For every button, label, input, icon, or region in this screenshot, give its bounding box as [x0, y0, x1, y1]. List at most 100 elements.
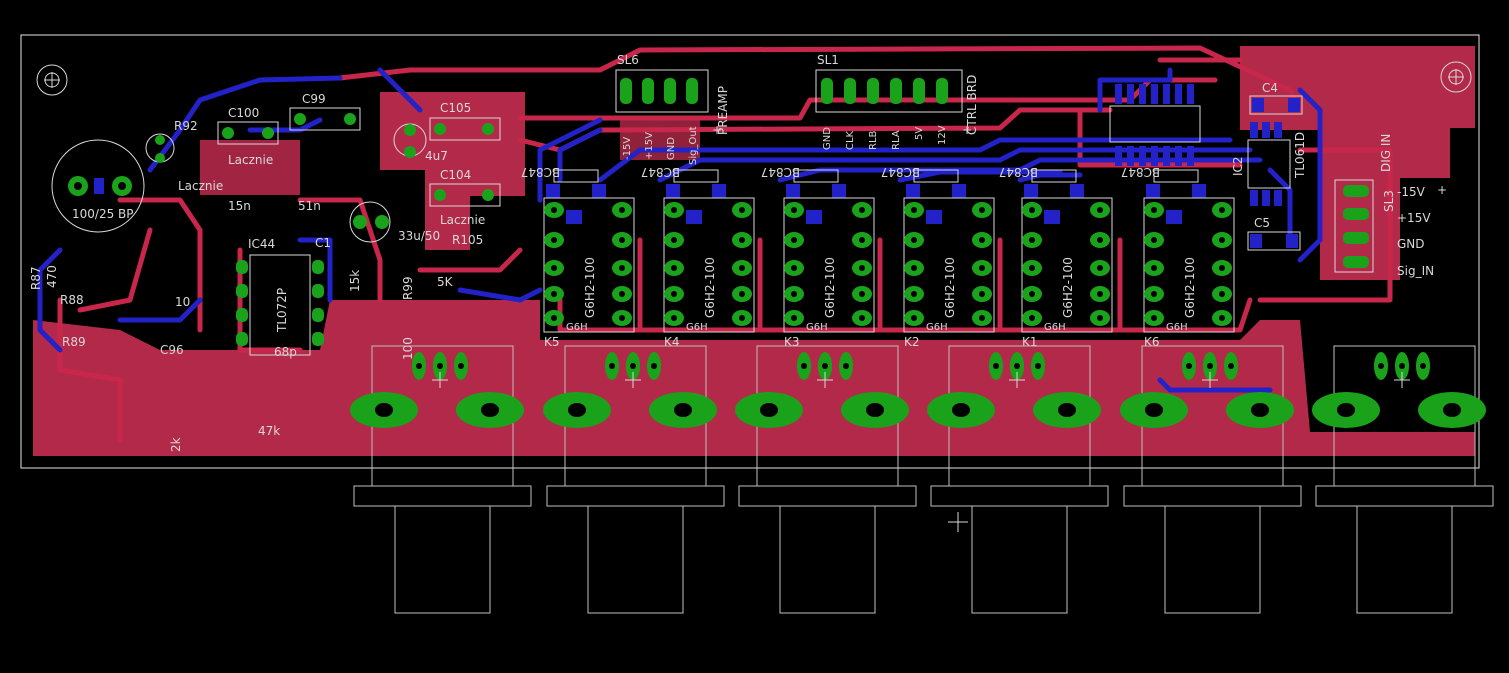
relay-part: G6H2-100: [703, 257, 717, 318]
transistor-outline: [1153, 169, 1199, 183]
jack-3[interactable]: [735, 345, 917, 614]
jack-pin-drill: [822, 363, 828, 369]
transistor-label: BC847: [1121, 165, 1160, 179]
opamp-tl061[interactable]: TL061D IC2: [1231, 122, 1307, 206]
relay-pad-drill: [1029, 291, 1035, 297]
relay-pad-drill: [671, 291, 677, 297]
relay-pad-drill: [979, 237, 985, 243]
jack-2[interactable]: [543, 345, 725, 614]
r47k-label: 47k: [258, 424, 280, 438]
jack-pin-drill: [993, 363, 999, 369]
relay-pad-drill: [671, 237, 677, 243]
relay-pad-drill: [1151, 291, 1157, 297]
opamp-tl072[interactable]: TL072P: [236, 254, 324, 356]
sl1-pin-6: 12V: [937, 125, 948, 145]
relay-pad-drill: [1219, 291, 1225, 297]
relay-pad-drill: [739, 237, 745, 243]
connector-sl6[interactable]: SL6 PREAMP -15V +15V GND Sig_Out +: [615, 53, 730, 165]
jack-pin-drill: [437, 363, 443, 369]
transistor-outline: [1031, 169, 1077, 183]
jack-pin-drill: [609, 363, 615, 369]
sl1-pin-2: CLK: [845, 130, 856, 150]
relay-pad-drill: [551, 265, 557, 271]
jack-pin-drill: [1014, 363, 1020, 369]
relay-pad-drill: [671, 265, 677, 271]
transistor-outline: [553, 169, 599, 183]
r470-label: 470: [45, 265, 59, 288]
ic2-label: IC2: [1231, 156, 1245, 176]
relay-pad-drill: [1151, 207, 1157, 213]
relay-pad-drill: [1029, 207, 1035, 213]
relay-type: G6H: [566, 322, 588, 333]
sl1-pin-1: GND: [822, 127, 833, 150]
cap-c102-round[interactable]: [145, 133, 175, 163]
ic44-label: IC44: [248, 237, 275, 251]
relay-pad-drill: [1219, 207, 1225, 213]
relay-type: G6H: [1166, 322, 1188, 333]
jack-6[interactable]: [1312, 345, 1494, 614]
connector-sl3[interactable]: SL3 DIG IN -15V +15V GND Sig_IN +: [1334, 134, 1447, 278]
cap-c100[interactable]: C100: [217, 106, 279, 145]
transistor-pad: [686, 210, 702, 224]
relay-pad-drill: [739, 291, 745, 297]
connector-sl1[interactable]: SL1 CTRL BRD GND CLK RLB RLA 5V 12V +: [815, 53, 979, 150]
transistor-pad: [806, 210, 822, 224]
transistor-pad: [566, 210, 582, 224]
transistor-pad: [1070, 184, 1084, 198]
ic-soic-14[interactable]: [1109, 84, 1201, 166]
relay-outline: [903, 197, 995, 333]
transistor-pad: [926, 210, 942, 224]
plus-mark: +: [962, 123, 972, 137]
jack-pin-drill: [801, 363, 807, 369]
relay-pad-drill: [1097, 207, 1103, 213]
lacznie-label: Lacznie: [228, 153, 273, 167]
jack-flange: [738, 485, 917, 507]
relay-pad-drill: [1097, 315, 1103, 321]
cap-c104[interactable]: C104 Lacznie: [429, 168, 501, 227]
relay-pad-drill: [859, 237, 865, 243]
jack-shaft: [779, 505, 876, 614]
jack-5[interactable]: [1120, 345, 1302, 614]
r5k-label: 5K: [437, 275, 454, 289]
c1-label: C1: [315, 236, 331, 250]
capacitor-main[interactable]: 100/25 BP: [51, 139, 145, 233]
relay-pad-drill: [1029, 315, 1035, 321]
transistor-label: BC847: [999, 165, 1038, 179]
jack-lug-drill: [568, 403, 586, 417]
sl3-pin-2: +15V: [1397, 211, 1431, 225]
c99-label: C99: [302, 92, 326, 106]
relay-name: K3: [784, 335, 800, 349]
jack-pin-drill: [1420, 363, 1426, 369]
jack-pin-drill: [630, 363, 636, 369]
transistor-pad: [1192, 184, 1206, 198]
relay-pad-drill: [1097, 265, 1103, 271]
cap-c105[interactable]: C105: [429, 101, 501, 141]
cap-c1-round[interactable]: [349, 201, 391, 243]
jack-4[interactable]: [927, 345, 1109, 614]
jack-pin-drill: [416, 363, 422, 369]
cap-c5[interactable]: C5: [1247, 216, 1301, 251]
jack-row: [350, 345, 1494, 614]
jack-pin-drill: [1399, 363, 1405, 369]
relay-pad-drill: [739, 315, 745, 321]
r89-label: R89: [62, 335, 86, 349]
cap-4u7-round[interactable]: [393, 123, 427, 158]
cap-c99[interactable]: C99: [289, 92, 361, 131]
jack-1[interactable]: [350, 345, 532, 614]
sl6-pin-1: -15V: [622, 137, 633, 160]
relay-pad-drill: [619, 207, 625, 213]
transistor-pad: [712, 184, 726, 198]
plus-mark: +: [712, 123, 722, 137]
cap-main-value: 100/25 BP: [72, 207, 134, 221]
relay-pad-drill: [551, 237, 557, 243]
jack-flange: [1315, 485, 1494, 507]
cap-c4[interactable]: C4: [1249, 81, 1303, 115]
